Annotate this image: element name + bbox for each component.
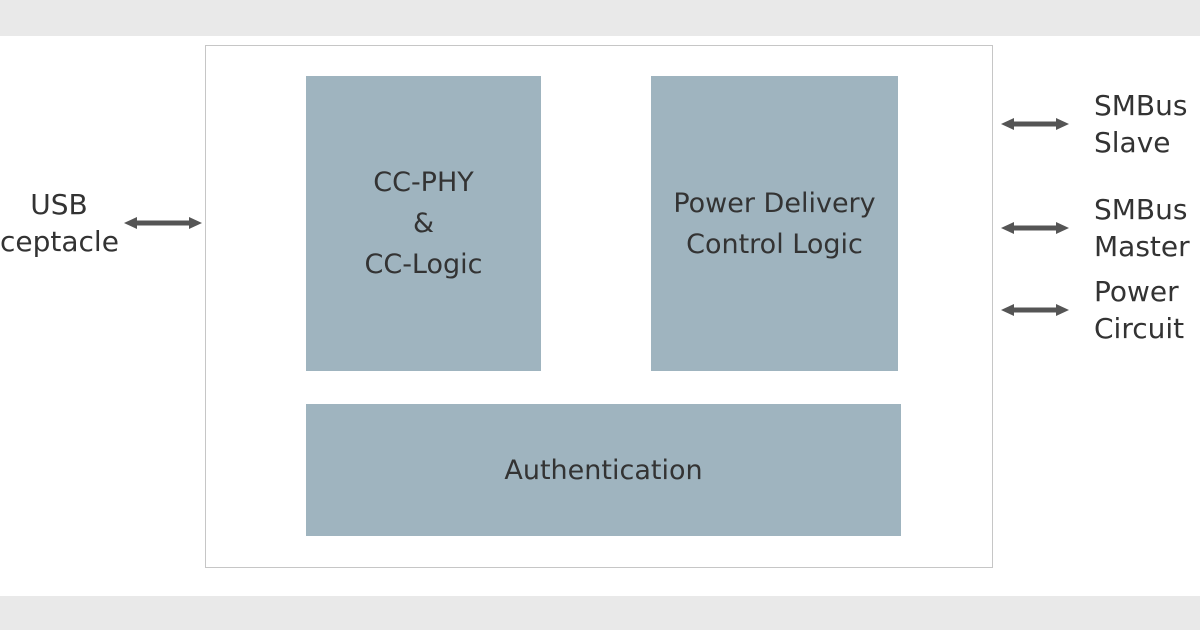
port-smbus-master-line2: Master bbox=[1094, 230, 1190, 263]
port-smbus-slave: SMBus Slave bbox=[1000, 86, 1187, 162]
port-smbus-slave-line2: Slave bbox=[1094, 126, 1171, 159]
port-power-circuit: Power Circuit bbox=[1000, 272, 1184, 348]
bottom-letterbox-strip bbox=[0, 596, 1200, 630]
port-smbus-slave-label: SMBus Slave bbox=[1094, 87, 1187, 161]
port-usb-receptacle: USB ceptacle bbox=[0, 185, 204, 261]
port-smbus-master: SMBus Master bbox=[1000, 190, 1190, 266]
bidirectional-arrow-icon bbox=[1001, 304, 1069, 316]
port-usb-line1: USB bbox=[30, 188, 88, 221]
chip-outline: CC-PHY & CC-Logic Power Delivery Control… bbox=[205, 45, 993, 568]
port-power-circuit-label: Power Circuit bbox=[1094, 273, 1184, 347]
block-pd-line1: Power Delivery bbox=[673, 187, 876, 219]
bidirectional-arrow-icon bbox=[1001, 222, 1069, 234]
port-power-circuit-line1: Power bbox=[1094, 275, 1179, 308]
port-smbus-slave-line1: SMBus bbox=[1094, 89, 1188, 122]
bidirectional-arrow-icon bbox=[1001, 118, 1069, 130]
block-authentication: Authentication bbox=[306, 404, 901, 536]
block-auth-label: Authentication bbox=[504, 454, 703, 486]
bidirectional-arrow-icon bbox=[124, 217, 202, 229]
block-cc-line3: CC-Logic bbox=[364, 249, 483, 280]
port-usb-line2: ceptacle bbox=[0, 225, 119, 258]
block-cc-phy-logic: CC-PHY & CC-Logic bbox=[306, 76, 541, 371]
top-letterbox-strip bbox=[0, 0, 1200, 36]
block-power-delivery-control-logic: Power Delivery Control Logic bbox=[651, 76, 898, 371]
port-smbus-master-label: SMBus Master bbox=[1094, 191, 1190, 265]
port-usb-receptacle-label: USB ceptacle bbox=[0, 186, 119, 260]
port-power-circuit-line2: Circuit bbox=[1094, 312, 1185, 345]
block-cc-line2: & bbox=[412, 208, 435, 239]
block-pd-line2: Control Logic bbox=[686, 228, 863, 260]
port-smbus-master-line1: SMBus bbox=[1094, 193, 1188, 226]
block-cc-line1: CC-PHY bbox=[373, 167, 474, 198]
